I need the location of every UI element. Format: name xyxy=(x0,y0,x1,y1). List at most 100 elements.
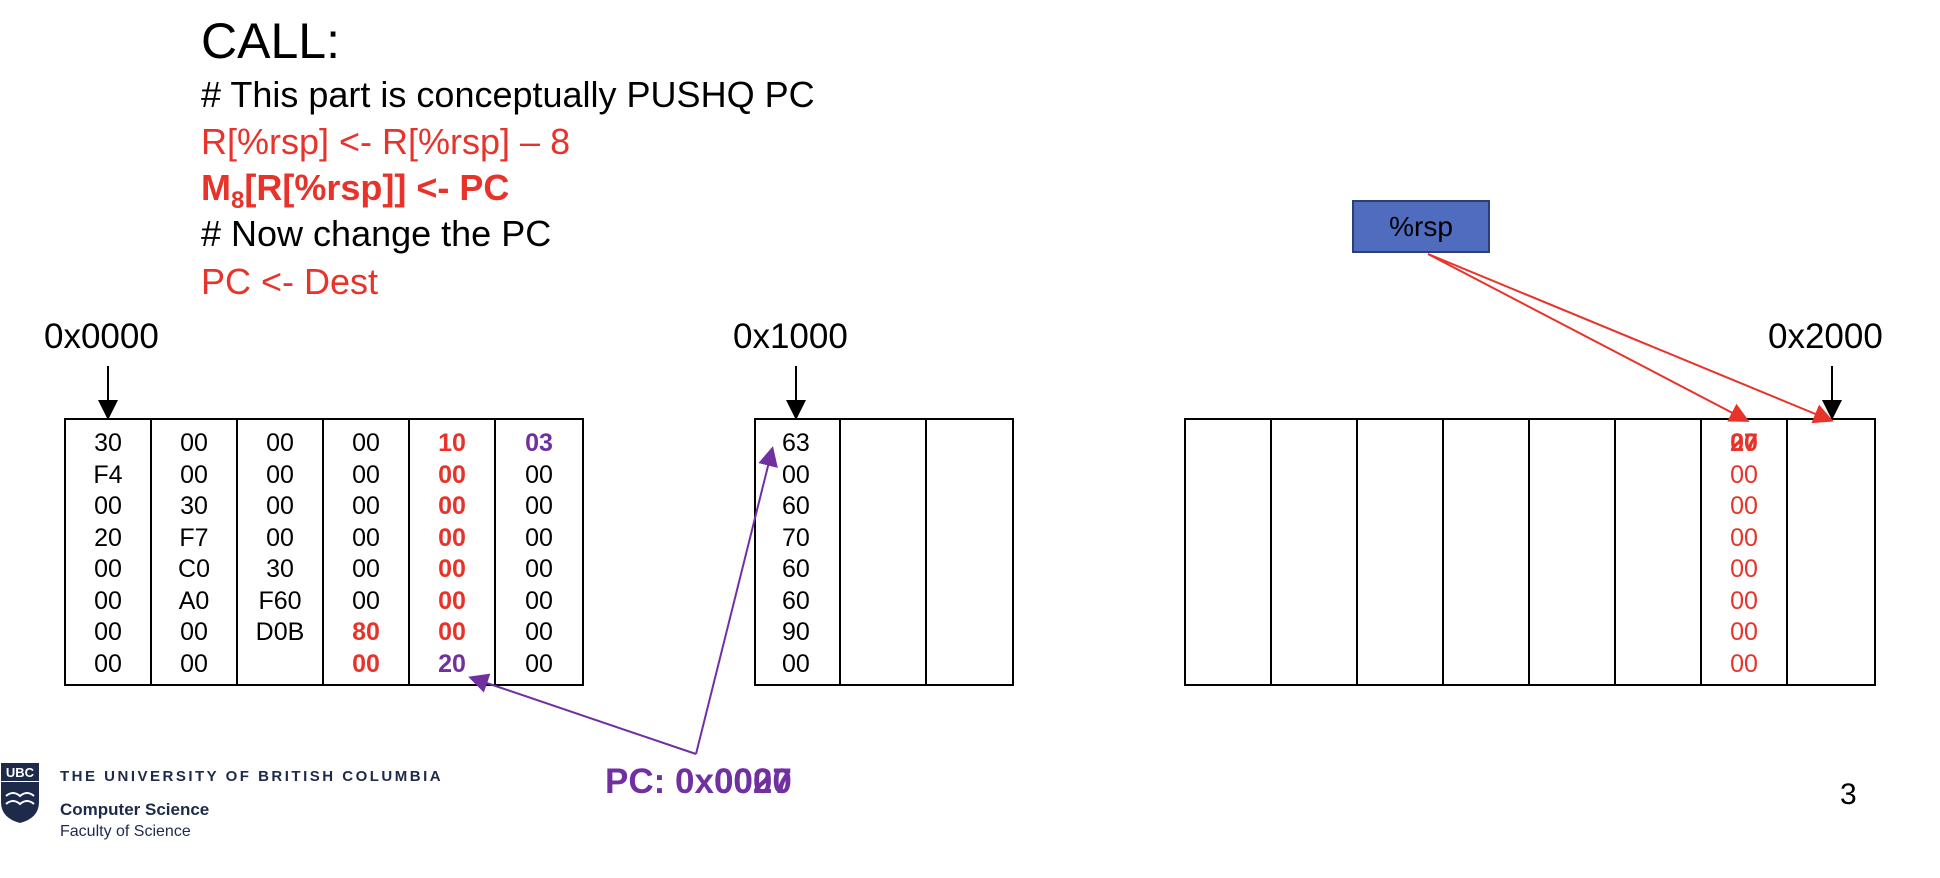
slide-title: CALL: xyxy=(201,13,340,69)
memory-cell: 60 xyxy=(782,492,810,520)
department-name: Computer Science xyxy=(60,800,210,819)
memory-cell: 00 xyxy=(266,429,294,457)
memory-cell: 00 xyxy=(1730,523,1758,552)
memory-cell: F60 xyxy=(258,586,302,615)
comment-push: # This part is conceptually PUSHQ PC xyxy=(201,74,815,115)
pc-value-a: 0020 xyxy=(713,762,792,801)
memory-cell: F4 xyxy=(93,460,123,489)
memory-column: 30 F4 00 20 00 00 00 00 xyxy=(66,420,152,684)
memory-cell: 00 xyxy=(180,460,208,489)
memory-cell: 00 xyxy=(1730,618,1758,646)
memory-cell: 00 xyxy=(94,492,122,520)
memory-cell: 00 xyxy=(525,460,553,489)
memory-cell: 70 xyxy=(782,523,810,552)
memory-cell: 00 xyxy=(1730,649,1758,678)
pc-arrow-to-0020 xyxy=(468,673,697,755)
memory-cell: 00 xyxy=(352,586,380,615)
memory-cell: F7 xyxy=(179,523,209,552)
memory-cell: 30 xyxy=(94,429,122,457)
memory-column: 03 00 00 00 00 00 00 00 xyxy=(496,420,582,684)
memory-cell: 30 xyxy=(266,555,294,583)
stack-column: 20 07 00 00 00 00 00 00 00 xyxy=(1702,420,1788,684)
pc-value-b: 0007 xyxy=(713,762,792,801)
memory-block-0000: 30 F4 00 20 00 00 00 00 00 00 30 F7 C0 A… xyxy=(64,418,584,686)
memory-cell: 00 xyxy=(525,492,553,520)
memory-cell: 00 xyxy=(525,523,553,552)
memory-block-1000: 63 00 60 70 60 60 90 00 xyxy=(754,418,1014,686)
memory-column xyxy=(1186,420,1272,684)
memory-cell: 00 xyxy=(352,523,380,552)
memory-cell: 00 xyxy=(266,492,294,520)
memory-cell: 00 xyxy=(94,555,122,583)
memory-cell: 00 xyxy=(266,523,294,552)
pc-prefix: PC: 0x xyxy=(605,762,714,801)
memory-cell: 00 xyxy=(525,649,553,678)
instr-store-m: M xyxy=(201,167,231,208)
memory-cell: 63 xyxy=(782,429,810,457)
memory-cell: 00 xyxy=(1730,555,1758,583)
memory-column xyxy=(1530,420,1616,684)
memory-column xyxy=(1358,420,1444,684)
svg-text:UBC: UBC xyxy=(6,765,35,780)
stack-top-value-b: 07 xyxy=(1730,429,1758,457)
memory-cell: 00 xyxy=(94,649,122,678)
memory-cell: 00 xyxy=(1730,586,1758,615)
memory-cell: 60 xyxy=(782,586,810,615)
memory-cell: 00 xyxy=(352,492,380,520)
memory-cell-highlight: 00 xyxy=(352,649,380,678)
page-number: 3 xyxy=(1840,778,1857,811)
memory-cell: C0 xyxy=(178,555,210,583)
memory-cell: 00 xyxy=(94,586,122,615)
memory-cell-highlight: 00 xyxy=(438,618,466,646)
stack-top-value-a: 20 xyxy=(1730,429,1758,457)
address-label-0000: 0x0000 xyxy=(44,317,159,356)
university-name: THE UNIVERSITY OF BRITISH COLUMBIA xyxy=(60,768,444,785)
memory-cell: 00 xyxy=(180,649,208,678)
memory-cell: 00 xyxy=(180,618,208,646)
memory-cell: 00 xyxy=(352,429,380,457)
ubc-crest-logo: UBC xyxy=(1,763,39,823)
memory-cell: 00 xyxy=(1730,492,1758,520)
instr-store-rest: [R[%rsp]] <- PC xyxy=(244,167,510,208)
memory-column: 00 00 30 F7 C0 A0 00 00 xyxy=(152,420,238,684)
instr-set-pc: PC <- Dest xyxy=(201,261,379,302)
memory-column: 63 00 60 70 60 60 90 00 xyxy=(756,420,842,684)
memory-cell: 00 xyxy=(525,618,553,646)
memory-cell: 00 xyxy=(782,460,810,489)
memory-cell: 00 xyxy=(782,649,810,678)
memory-column: 00 00 00 00 00 00 80 00 xyxy=(324,420,410,684)
instr-decrement-rsp: R[%rsp] <- R[%rsp] – 8 xyxy=(201,121,571,162)
rsp-arrow-new xyxy=(1427,253,1750,422)
pc-arrow-to-1000 xyxy=(695,446,778,755)
memory-column xyxy=(1444,420,1530,684)
memory-cell: 00 xyxy=(266,460,294,489)
memory-cell: A0 xyxy=(178,586,210,615)
address-label-2000: 0x2000 xyxy=(1768,317,1883,356)
memory-cell-highlight: 80 xyxy=(352,618,380,646)
comment-change-pc: # Now change the PC xyxy=(201,213,552,254)
memory-cell: 00 xyxy=(180,429,208,457)
memory-column: 10 00 00 00 00 00 00 20 xyxy=(410,420,496,684)
memory-column xyxy=(1616,420,1702,684)
memory-cell: 20 xyxy=(94,523,122,552)
memory-cell: 00 xyxy=(1730,460,1758,489)
memory-block-2000: 20 07 00 00 00 00 00 00 00 xyxy=(1184,418,1876,686)
memory-cell-highlight: 00 xyxy=(438,523,466,552)
faculty-name: Faculty of Science xyxy=(60,823,191,840)
memory-cell: 00 xyxy=(525,586,553,615)
memory-cell: D0B xyxy=(255,618,305,646)
memory-cell-pc-target: 20 xyxy=(438,649,466,678)
rsp-register-box: %rsp xyxy=(1352,200,1490,253)
memory-column xyxy=(841,420,927,684)
memory-cell: 90 xyxy=(782,618,810,646)
memory-cell-highlight: 00 xyxy=(438,492,466,520)
memory-cell-highlight: 00 xyxy=(438,586,466,615)
memory-cell-highlight: 03 xyxy=(525,429,553,457)
memory-cell: 00 xyxy=(525,555,553,583)
instr-store-sub: 8 xyxy=(231,187,245,214)
memory-column xyxy=(1272,420,1358,684)
stack-top-cell: 20 07 xyxy=(1702,428,1786,460)
memory-cell: 00 xyxy=(352,555,380,583)
